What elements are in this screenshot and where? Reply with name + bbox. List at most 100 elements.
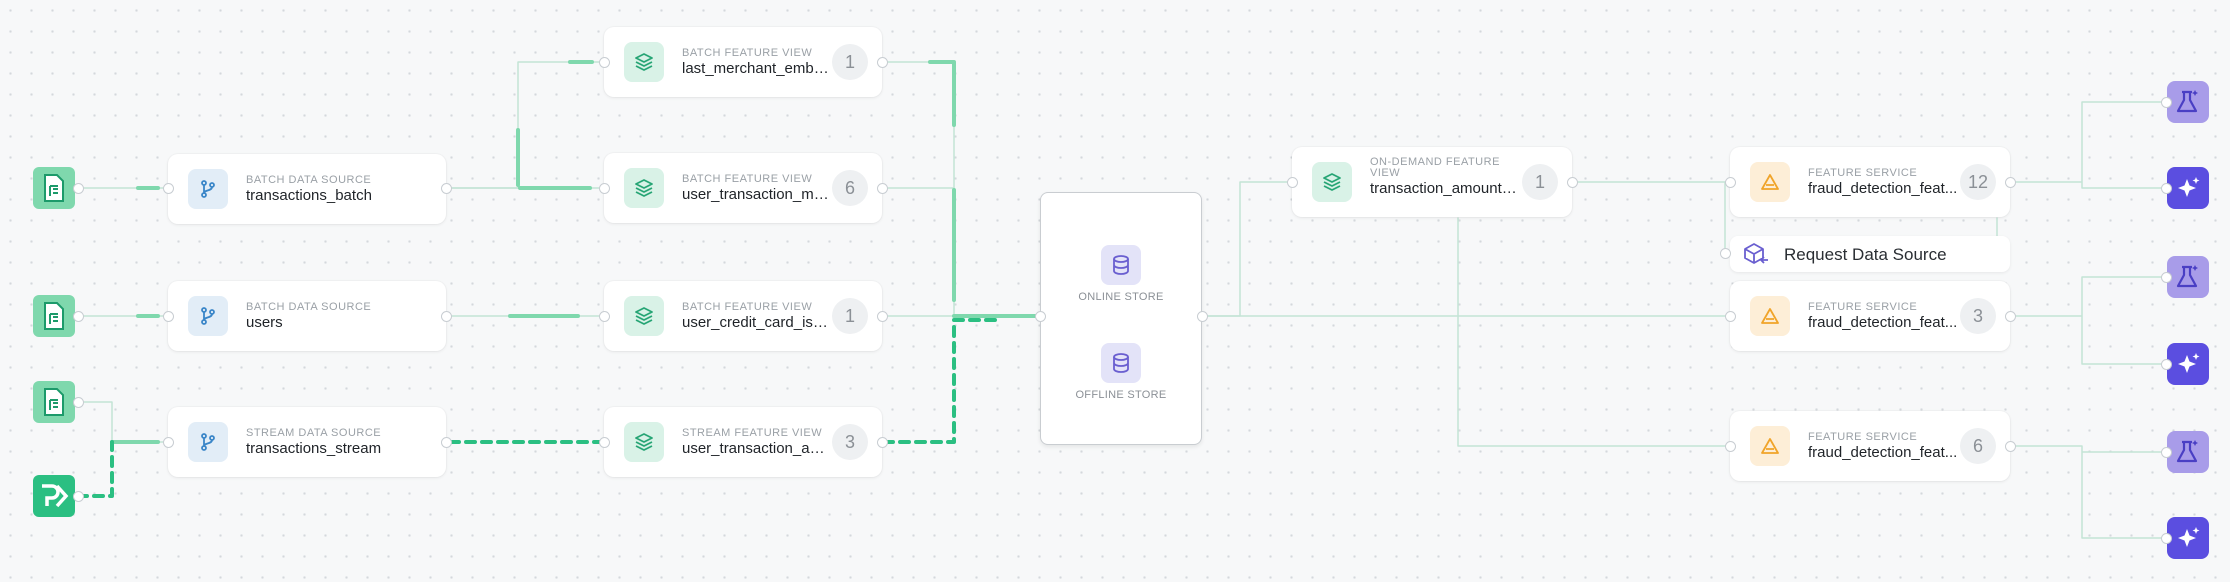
push-source-icon[interactable] (33, 475, 75, 517)
git-branch-icon (188, 296, 228, 336)
app-input-handle[interactable] (2161, 272, 2172, 283)
app-input-handle[interactable] (2161, 359, 2172, 370)
node-type-label: ON-DEMAND FEATURE VIEW (1370, 156, 1500, 179)
sparkle-icon[interactable] (2167, 517, 2209, 559)
node-output-handle[interactable] (441, 311, 452, 322)
triangle-icon (1750, 426, 1790, 466)
node-type-label: BATCH DATA SOURCE (246, 301, 372, 313)
feature-view-last-merchant[interactable]: BATCH FEATURE VIEW last_merchant_embe...… (604, 27, 882, 97)
flask-sparkle-icon[interactable] (2167, 431, 2209, 473)
node-output-handle[interactable] (2005, 177, 2016, 188)
layers-icon (624, 422, 664, 462)
feature-view-user-credit-card[interactable]: BATCH FEATURE VIEW user_credit_card_iss.… (604, 281, 882, 351)
app-input-handle[interactable] (2161, 447, 2172, 458)
edge-merchant-store-active (928, 60, 956, 127)
node-name: user_transaction_me... (682, 186, 832, 203)
node-input-handle[interactable] (163, 183, 174, 194)
store-output-handle[interactable] (1197, 311, 1208, 322)
node-output-handle[interactable] (2005, 311, 2016, 322)
on-demand-feature-view[interactable]: ON-DEMAND FEATURE VIEW transaction_amoun… (1292, 147, 1572, 217)
node-output-handle[interactable] (2005, 441, 2016, 452)
node-input-handle[interactable] (1287, 177, 1298, 188)
node-type-label: STREAM FEATURE VIEW (682, 427, 823, 439)
file-source-icon[interactable] (33, 167, 75, 209)
node-output-handle[interactable] (877, 437, 888, 448)
node-input-handle[interactable] (163, 437, 174, 448)
edge-sfv-store (882, 318, 1002, 444)
node-input-handle[interactable] (1725, 311, 1736, 322)
feature-count-badge: 1 (1522, 164, 1558, 200)
request-data-source-label: Request Data Source (1784, 245, 1947, 264)
feature-store-node[interactable]: ONLINE STORE OFFLINE STORE (1040, 192, 1202, 445)
node-input-handle[interactable] (1720, 248, 1731, 259)
node-name: transaction_amount_i... (1370, 180, 1520, 197)
node-output-handle[interactable] (1567, 177, 1578, 188)
node-input-handle[interactable] (1725, 441, 1736, 452)
node-type-label: FEATURE SERVICE (1808, 431, 1918, 443)
app-input-handle[interactable] (2161, 183, 2172, 194)
sparkle-icon[interactable] (2167, 343, 2209, 385)
node-input-handle[interactable] (599, 57, 610, 68)
node-output-handle[interactable] (877, 57, 888, 68)
stream-feature-view-user-transaction-amount[interactable]: STREAM FEATURE VIEW user_transaction_am.… (604, 407, 882, 477)
feature-count-badge: 6 (832, 170, 868, 206)
edge-bds-merchant (449, 61, 605, 189)
layers-icon (624, 42, 664, 82)
app-input-handle[interactable] (2161, 97, 2172, 108)
node-output-handle[interactable] (877, 311, 888, 322)
source-handle[interactable] (73, 397, 84, 408)
flask-sparkle-icon[interactable] (2167, 81, 2209, 123)
source-handle[interactable] (73, 183, 84, 194)
package-arrow-icon (1744, 243, 1768, 264)
git-branch-icon (188, 169, 228, 209)
feature-service-fraud-detection-1[interactable]: FEATURE SERVICE fraud_detection_feat... … (1730, 147, 2010, 217)
edge-fs2-apps (2009, 276, 2167, 365)
store-input-handle[interactable] (1035, 311, 1046, 322)
feature-service-fraud-detection-2[interactable]: FEATURE SERVICE fraud_detection_feat... … (1730, 281, 2010, 351)
feature-count-badge: 1 (832, 298, 868, 334)
database-icon (1101, 343, 1141, 383)
app-input-handle[interactable] (2161, 533, 2172, 544)
node-type-label: FEATURE SERVICE (1808, 167, 1918, 179)
feature-view-user-transaction-metrics[interactable]: BATCH FEATURE VIEW user_transaction_me..… (604, 153, 882, 223)
file-source-icon[interactable] (33, 295, 75, 337)
feature-count-badge: 12 (1960, 164, 1996, 200)
online-store-label: ONLINE STORE (1078, 291, 1164, 303)
node-name: user_transaction_am... (682, 440, 832, 457)
file-source-icon[interactable] (33, 381, 75, 423)
edge-push-stream (76, 440, 114, 498)
data-source-users[interactable]: BATCH DATA SOURCE users (168, 281, 446, 351)
triangle-icon (1750, 296, 1790, 336)
node-type-label: BATCH FEATURE VIEW (682, 47, 813, 59)
sparkle-icon[interactable] (2167, 167, 2209, 209)
edge-merchant-store (883, 61, 1041, 317)
edge-fs3-apps (2009, 445, 2167, 539)
layers-icon (1312, 162, 1352, 202)
feature-count-badge: 3 (832, 424, 868, 460)
request-data-source[interactable]: Request Data Source (1730, 236, 2010, 272)
edge-store-odfv (1201, 181, 1293, 317)
node-input-handle[interactable] (599, 183, 610, 194)
node-name: transactions_stream (246, 440, 382, 457)
flask-sparkle-icon[interactable] (2167, 256, 2209, 298)
node-type-label: FEATURE SERVICE (1808, 301, 1918, 313)
data-source-transactions-stream[interactable]: STREAM DATA SOURCE transactions_stream (168, 407, 446, 477)
node-output-handle[interactable] (441, 183, 452, 194)
node-output-handle[interactable] (441, 437, 452, 448)
node-type-label: STREAM DATA SOURCE (246, 427, 382, 439)
node-name: last_merchant_embe... (682, 60, 832, 77)
node-input-handle[interactable] (163, 311, 174, 322)
node-input-handle[interactable] (599, 437, 610, 448)
node-input-handle[interactable] (1725, 177, 1736, 188)
node-input-handle[interactable] (599, 311, 610, 322)
node-output-handle[interactable] (877, 183, 888, 194)
node-name: users (246, 314, 283, 331)
node-type-label: BATCH FEATURE VIEW (682, 173, 813, 185)
feature-service-fraud-detection-3[interactable]: FEATURE SERVICE fraud_detection_feat... … (1730, 411, 2010, 481)
source-handle[interactable] (73, 491, 84, 502)
data-source-transactions-batch[interactable]: BATCH DATA SOURCE transactions_batch (168, 154, 446, 224)
node-name: fraud_detection_feat... (1808, 314, 1958, 331)
source-handle[interactable] (73, 311, 84, 322)
offline-store-label: OFFLINE STORE (1075, 389, 1167, 401)
